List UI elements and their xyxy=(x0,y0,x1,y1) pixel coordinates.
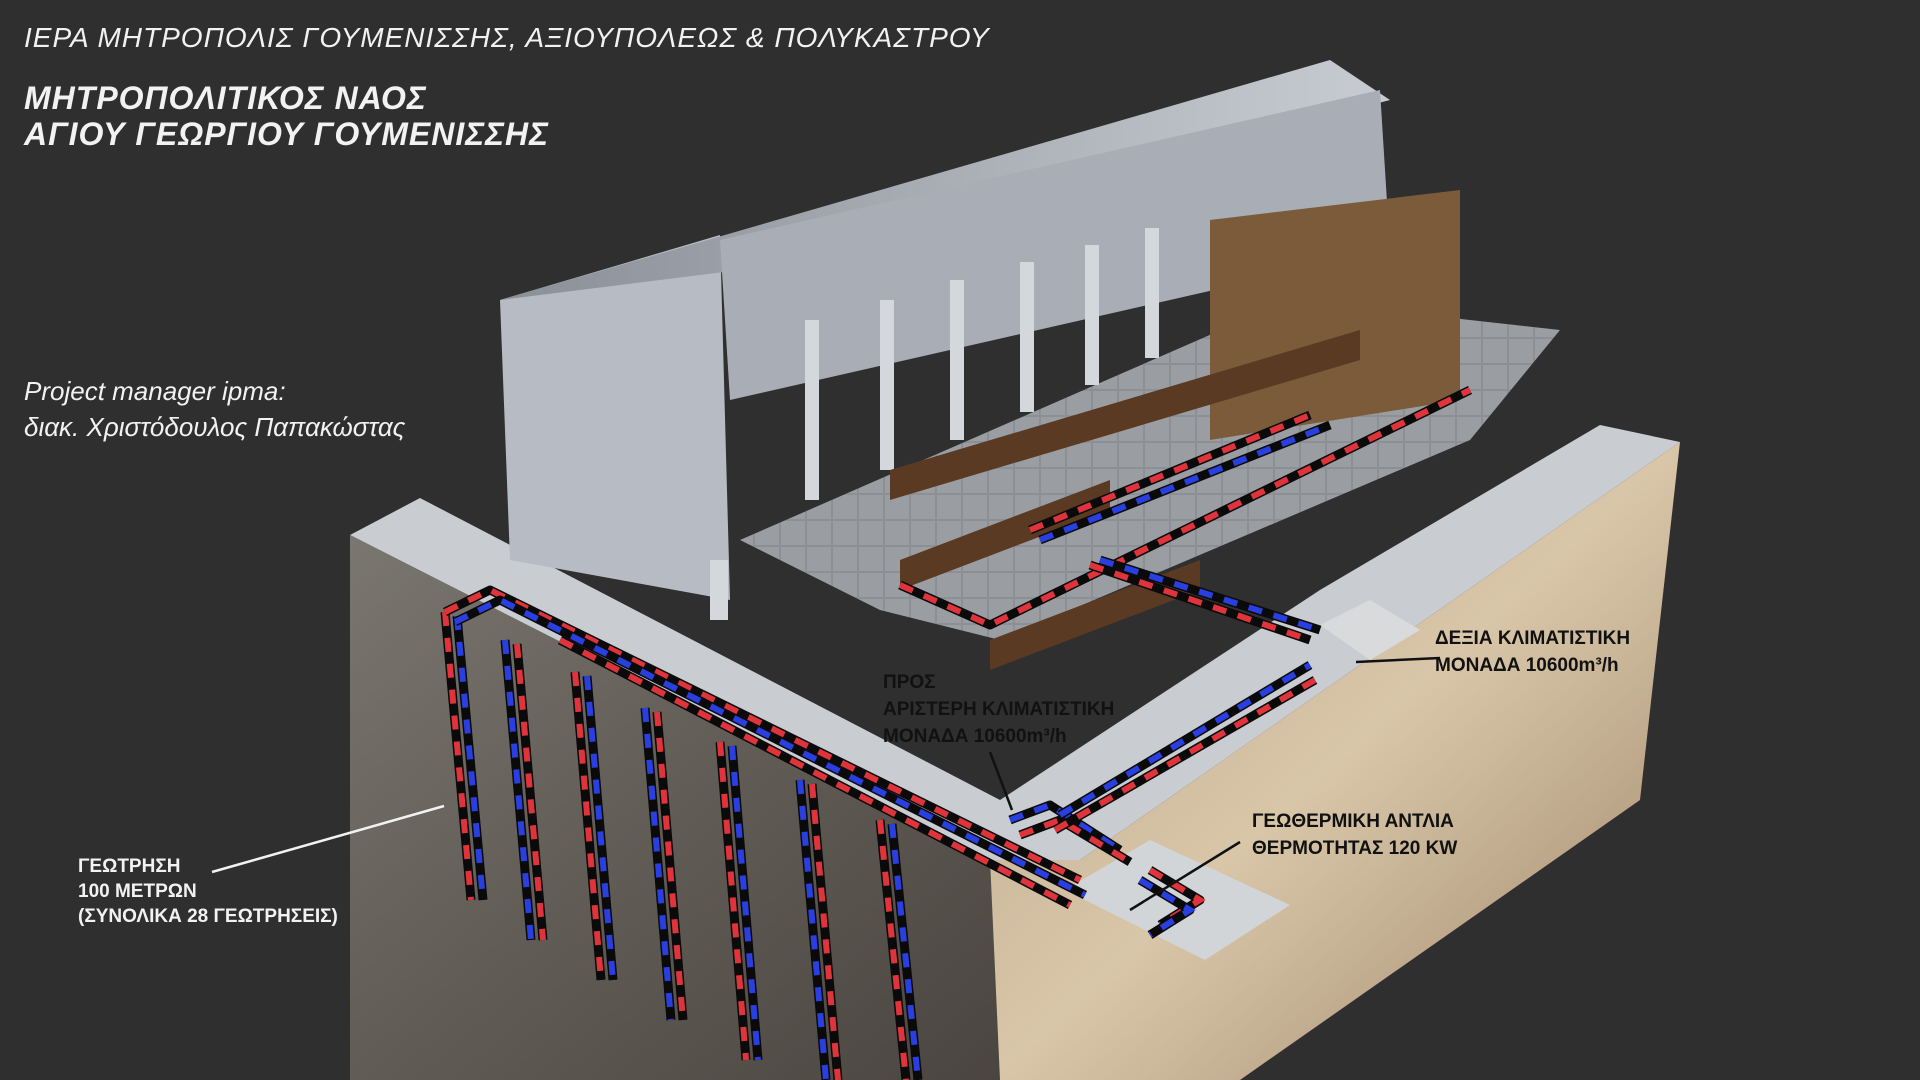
colonnade xyxy=(710,228,1159,620)
church-drop-pipe xyxy=(1099,557,1321,633)
church-iconostasis xyxy=(1210,190,1460,440)
borehole-pipe-return-5 xyxy=(729,745,761,1061)
left-unit-label-line2: ΑΡΙΣΤΕΡΗ ΚΛΙΜΑΤΙΣΤΙΚΗ xyxy=(883,699,1115,720)
manifold-pipe-1-base xyxy=(443,585,1082,885)
pump-coil-2 xyxy=(1138,877,1196,938)
heat-pump-label-line2: ΘΕΡΜΟΤΗΤΑΣ 120 KW xyxy=(1252,838,1458,859)
borehole-pipe-3-base xyxy=(570,671,606,981)
left-unit-label: ΠΡΟΣ ΑΡΙΣΤΕΡΗ ΚΛΙΜΑΤΙΣΤΙΚΗ ΜΟΝΑΔΑ 10600m… xyxy=(883,669,1114,750)
left-unit-label-line1: ΠΡΟΣ xyxy=(883,672,936,693)
borehole-label-line1: ΓΕΩΤΡΗΣΗ xyxy=(78,856,181,877)
borehole-pipe-return-1 xyxy=(454,615,486,901)
right-unit-label-line2: ΜΟΝΑΔΑ 10600m³/h xyxy=(1435,655,1619,676)
diocese-heading: ΙΕΡΑ ΜΗΤΡΟΠΟΛΙΣ ΓΟΥΜΕΝΙΣΣΗΣ, ΑΞΙΟΥΠΟΛΕΩΣ… xyxy=(24,22,990,53)
borehole-pipe-return-3-base xyxy=(582,675,618,981)
manifold-pipe-3 xyxy=(558,637,1072,908)
borehole-pipe-6-base xyxy=(795,779,831,1080)
church-return-pipe-2-base xyxy=(1028,410,1312,535)
right-unit-box xyxy=(1320,600,1420,660)
heat-pump-label: ΓΕΩΘΕΡΜΙΚΗ ΑΝΤΛΙΑ ΘΕΡΜΟΤΗΤΑΣ 120 KW xyxy=(1252,808,1457,862)
borehole-pipe-return-6 xyxy=(809,783,841,1080)
heat-pump-label-line1: ΓΕΩΘΕΡΜΙΚΗ ΑΝΤΛΙΑ xyxy=(1252,811,1454,832)
church-drop-pipe-2 xyxy=(1089,562,1311,643)
left-unit-label-line3: ΜΟΝΑΔΑ 10600m³/h xyxy=(883,726,1067,747)
right-unit-label: ΔΕΞΙΑ ΚΛΙΜΑΤΙΣΤΙΚΗ ΜΟΝΑΔΑ 10600m³/h xyxy=(1435,625,1630,679)
right-unit-pipe-2-base xyxy=(1052,676,1318,834)
church-west-facade xyxy=(500,235,730,600)
borehole-pipe-return-4-base xyxy=(652,711,688,1021)
cathedral-title-line2: ΑΓΙΟΥ ΓΕΩΡΓΙΟΥ ΓΟΥΜΕΝΙΣΣΗΣ xyxy=(24,116,550,152)
church-return-pipe-base xyxy=(1038,420,1332,545)
right-unit-label-line1: ΔΕΞΙΑ ΚΛΙΜΑΤΙΣΤΙΚΗ xyxy=(1435,628,1631,649)
borehole-pipe-7 xyxy=(877,819,909,1080)
borehole-pipe-return-2 xyxy=(514,643,546,941)
to-pump-pipe-2-base xyxy=(1018,815,1133,866)
borehole-label-line2: 100 ΜΕΤΡΩΝ xyxy=(78,881,197,902)
project-manager-role: Project manager ipma: xyxy=(24,376,286,406)
to-pump-pipe-1-base xyxy=(1008,800,1123,854)
borehole-pipe-1 xyxy=(442,611,474,901)
manifold-pipe-2-base xyxy=(453,595,1088,900)
cathedral-title-line1: ΜΗΤΡΟΠΟΛΙΤΙΚΟΣ ΝΑΟΣ xyxy=(24,80,427,116)
borehole-pipe-return-7 xyxy=(889,823,921,1080)
borehole-leader-line xyxy=(211,804,445,874)
borehole-pipe-4 xyxy=(642,707,674,1021)
borehole-label: ΓΕΩΤΡΗΣΗ 100 ΜΕΤΡΩΝ (ΣΥΝΟΛΙΚΑ 28 ΓΕΩΤΡΗΣ… xyxy=(78,854,338,929)
right-unit-pipe-1 xyxy=(1058,662,1312,818)
borehole-label-line3: (ΣΥΝΟΛΙΚΑ 28 ΓΕΩΤΡΗΣΕΙΣ) xyxy=(78,906,338,927)
borehole-pipe-2-base xyxy=(500,639,536,941)
borehole-pipe-5 xyxy=(717,741,749,1061)
project-manager-name: διακ. Χριστόδουλος Παπακώστας xyxy=(24,412,406,442)
leader-lines xyxy=(988,656,1441,912)
soil-left-face xyxy=(350,535,1000,1080)
ground-top-slab xyxy=(350,425,1680,860)
church-supply-pipe xyxy=(898,387,1472,629)
pipe-network xyxy=(440,385,1472,1080)
